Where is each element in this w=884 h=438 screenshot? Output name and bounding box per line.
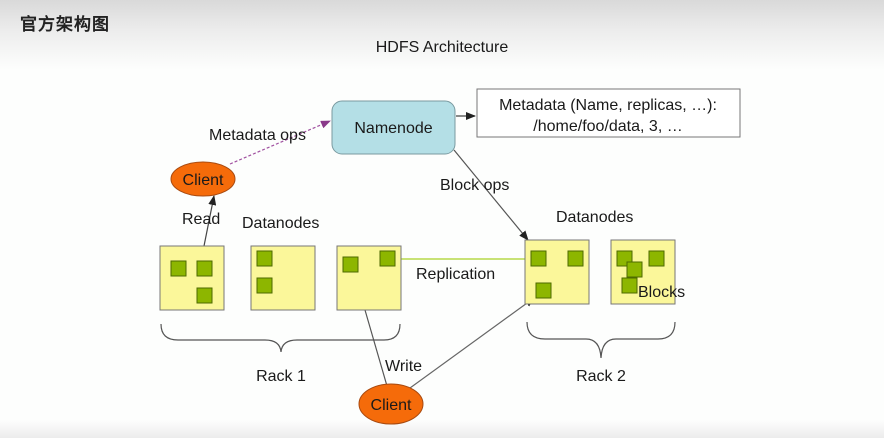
client-bottom: Client — [358, 383, 424, 425]
datanode-rack2-2: Blocks — [610, 239, 685, 305]
metadata-line-2: /home/foo/data, 3, … — [533, 118, 682, 135]
block — [621, 277, 638, 294]
blocks-label: Blocks — [638, 284, 685, 301]
read-edge — [202, 195, 217, 252]
datanode-rack2-1 — [524, 239, 590, 305]
metadata-ops-edge — [229, 120, 331, 165]
metadata-box: Metadata (Name, replicas, …): /home/foo/… — [476, 88, 741, 138]
block — [626, 261, 643, 278]
write-label: Write — [385, 358, 422, 375]
block — [567, 250, 584, 267]
block — [196, 287, 213, 304]
datanode-rack1-1 — [159, 245, 225, 311]
metadata-ops-label: Metadata ops — [209, 127, 306, 144]
datanode-rack1-2 — [250, 245, 316, 311]
diagram-title: HDFS Architecture — [376, 39, 509, 56]
write-edge-rack2 — [409, 297, 535, 389]
block-ops-edge — [453, 149, 529, 241]
namenode: Namenode — [331, 100, 456, 155]
block — [170, 260, 187, 277]
client-top: Client — [170, 161, 236, 197]
block — [256, 250, 273, 267]
block — [196, 260, 213, 277]
rack2-label: Rack 2 — [576, 368, 626, 385]
block — [342, 256, 359, 273]
block — [648, 250, 665, 267]
client-bottom-label: Client — [371, 397, 412, 414]
rack1-label: Rack 1 — [256, 368, 306, 385]
rack1-brace — [160, 323, 401, 353]
rack2-brace — [526, 321, 676, 359]
replication-label: Replication — [416, 266, 495, 283]
namenode-label: Namenode — [354, 120, 432, 137]
page-heading: 官方架构图 — [20, 15, 110, 35]
datanodes-label-left: Datanodes — [242, 215, 319, 232]
read-label: Read — [182, 211, 220, 228]
metadata-line-1: Metadata (Name, replicas, …): — [499, 97, 717, 114]
block — [256, 277, 273, 294]
block-ops-label: Block ops — [440, 177, 509, 194]
datanode-rack1-3 — [336, 245, 402, 311]
client-top-label: Client — [183, 172, 224, 189]
block — [530, 250, 547, 267]
block — [379, 250, 396, 267]
block — [535, 282, 552, 299]
datanodes-label-right: Datanodes — [556, 209, 633, 226]
